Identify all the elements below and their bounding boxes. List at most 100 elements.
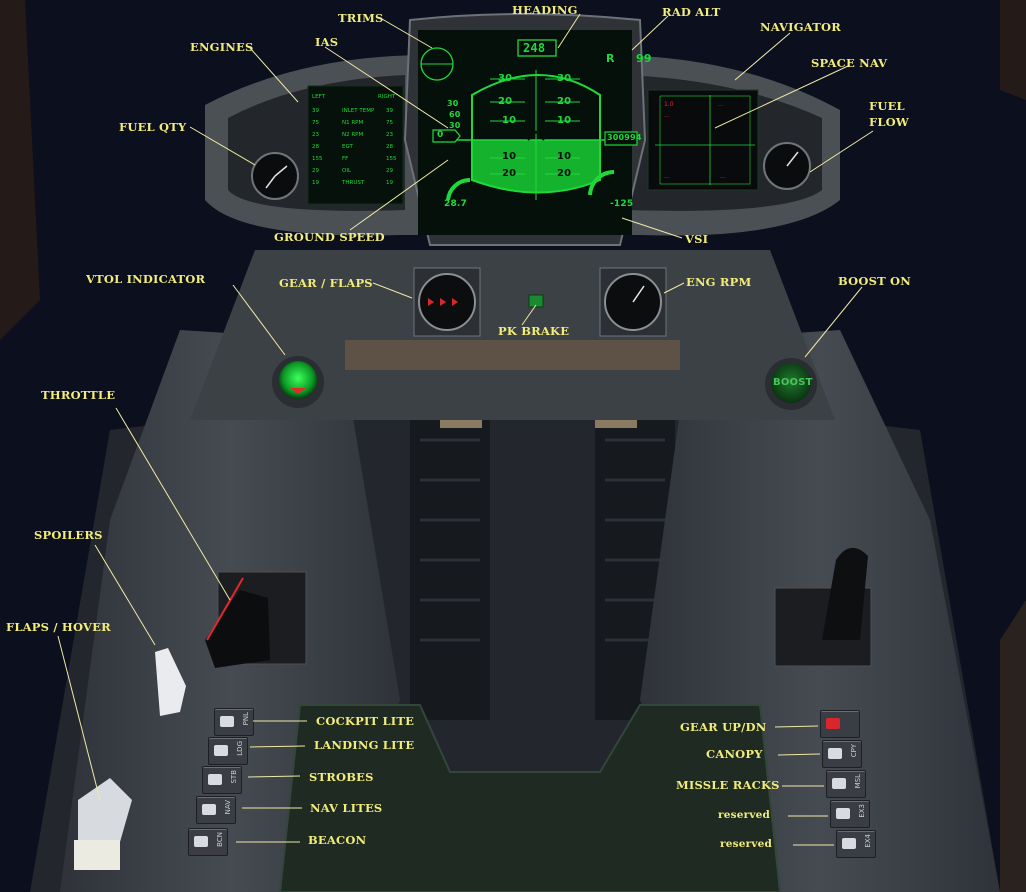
vtol-indicator-light[interactable]	[279, 361, 317, 399]
svg-text:28: 28	[386, 144, 393, 150]
label-gear-up-dn: GEAR UP/DN	[680, 720, 767, 734]
boost-button-label: BOOST	[773, 377, 813, 388]
toggle-icon	[832, 778, 846, 789]
svg-text:INLET TEMP: INLET TEMP	[342, 108, 375, 114]
toggle-icon	[220, 716, 234, 727]
pitch-label: 20	[557, 168, 572, 179]
svg-text:19: 19	[312, 180, 319, 186]
label-trims: TRIMS	[338, 11, 384, 25]
svg-text:23: 23	[312, 132, 319, 138]
svg-text:155: 155	[386, 156, 397, 162]
toggle-icon	[194, 836, 208, 847]
spoilers-lever[interactable]	[155, 648, 186, 716]
svg-text:155: 155	[312, 156, 323, 162]
ias-tape-label: 30	[449, 121, 461, 130]
label-navigator: NAVIGATOR	[760, 20, 841, 34]
switch-reserved-2[interactable]: EX4	[836, 830, 876, 858]
label-fuel-qty: FUEL QTY	[119, 120, 187, 134]
switch-missle-racks[interactable]: MSL	[826, 770, 866, 798]
label-vtol-indicator: VTOL INDICATOR	[86, 272, 206, 286]
pitch-label: 20	[498, 96, 513, 107]
ground-speed-arc	[446, 177, 471, 201]
gear-flaps-gauge	[418, 273, 476, 331]
svg-text:39: 39	[312, 108, 319, 114]
altitude-box	[604, 131, 638, 146]
svg-text:1.0: 1.0	[664, 101, 674, 108]
pitch-label: 20	[557, 96, 572, 107]
svg-text:75: 75	[386, 120, 393, 126]
throttle-lever[interactable]	[205, 590, 270, 668]
toggle-icon	[826, 718, 840, 729]
label-space-nav: SPACE NAV	[811, 56, 888, 70]
label-ias: IAS	[315, 35, 339, 49]
svg-text:...: ...	[718, 101, 724, 108]
label-strobes: STROBES	[309, 770, 374, 784]
ground-speed-value: 28.7	[444, 199, 468, 209]
heading-value: 248	[523, 41, 546, 55]
label-eng-rpm: ENG RPM	[686, 275, 752, 289]
label-pk-brake: PK BRAKE	[498, 324, 570, 338]
label-vsi: VSI	[685, 232, 709, 246]
vsi-value: -125	[610, 199, 634, 209]
svg-text:LEFT: LEFT	[312, 94, 326, 100]
svg-text:RIGHT: RIGHT	[378, 94, 396, 100]
svg-text:29: 29	[386, 168, 393, 174]
svg-text:23: 23	[386, 132, 393, 138]
switch-gear-up-dn[interactable]	[820, 710, 860, 738]
toggle-icon	[208, 774, 222, 785]
label-spoilers: SPOILERS	[34, 528, 103, 542]
pitch-label: 10	[557, 115, 572, 126]
svg-text:...: ...	[664, 173, 670, 180]
label-gear-flaps: GEAR / FLAPS	[279, 276, 373, 290]
label-fuel-flow-1: FUEL	[869, 99, 905, 113]
switch-landing-lite[interactable]: LDG	[208, 737, 248, 765]
hud-pitch-ladder	[490, 70, 580, 200]
svg-text:75: 75	[312, 120, 319, 126]
label-throttle: THROTTLE	[41, 388, 116, 402]
ias-tape-label: 60	[449, 110, 461, 119]
svg-text:29: 29	[312, 168, 319, 174]
pitch-label: 10	[502, 151, 517, 162]
boost-button-light[interactable]	[771, 363, 811, 403]
toggle-icon	[828, 748, 842, 759]
label-reserved-2: reserved	[720, 838, 773, 850]
vsi-arc	[588, 169, 615, 196]
svg-text:OIL: OIL	[342, 168, 352, 174]
pitch-label: 30	[557, 73, 572, 84]
label-rad-alt: RAD ALT	[662, 5, 721, 19]
label-engines: ENGINES	[190, 40, 254, 54]
label-reserved-1: reserved	[718, 809, 771, 821]
svg-text:FF: FF	[342, 156, 348, 162]
label-cockpit-lite: COCKPIT LITE	[316, 714, 415, 728]
label-boost-on: BOOST ON	[838, 274, 911, 288]
switch-canopy[interactable]: CPY	[822, 740, 862, 768]
ias-value: 0	[437, 130, 444, 140]
rad-alt-value: 99	[636, 52, 652, 65]
toggle-icon	[214, 745, 228, 756]
switch-reserved-1[interactable]: EX3	[830, 800, 870, 828]
svg-text:N2 RPM: N2 RPM	[342, 132, 364, 138]
svg-text:...: ...	[664, 112, 670, 119]
pitch-label: 20	[502, 168, 517, 179]
svg-text:EGT: EGT	[342, 144, 354, 150]
label-fuel-flow-2: FLOW	[869, 115, 909, 129]
heading-box	[517, 39, 557, 57]
label-beacon: BEACON	[308, 833, 367, 847]
glare-strip	[345, 340, 680, 370]
switch-cockpit-lite[interactable]: PNL	[214, 708, 254, 736]
svg-text:N1 RPM: N1 RPM	[342, 120, 364, 126]
pk-brake-switch[interactable]	[528, 294, 544, 308]
ias-box	[432, 129, 461, 143]
svg-text:28: 28	[312, 144, 319, 150]
switch-strobes[interactable]: STB	[202, 766, 242, 794]
pitch-label: 10	[557, 151, 572, 162]
switch-beacon[interactable]: BCN	[188, 828, 228, 856]
svg-text:THRUST: THRUST	[341, 180, 365, 186]
switch-nav-lites[interactable]: NAV	[196, 796, 236, 824]
control-stick[interactable]	[822, 547, 868, 640]
toggle-icon	[202, 804, 216, 815]
svg-text:39: 39	[386, 108, 393, 114]
pitch-label: 30	[498, 73, 513, 84]
altitude-value: 300994	[607, 133, 642, 142]
